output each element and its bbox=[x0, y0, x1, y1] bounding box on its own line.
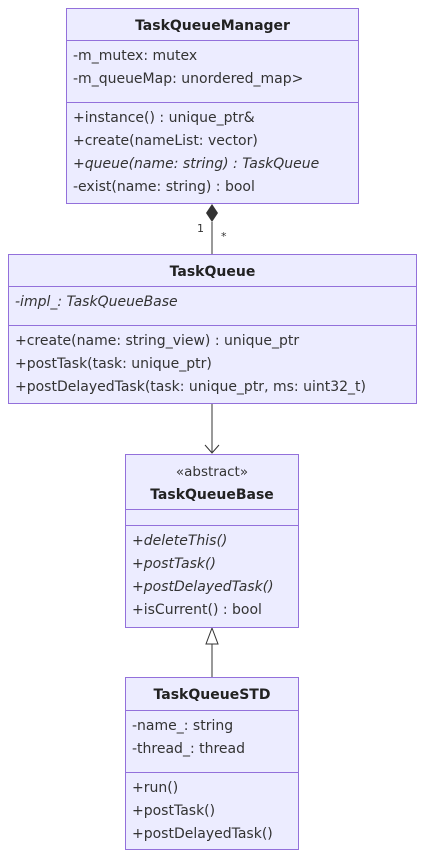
class-name: TaskQueueBase bbox=[150, 487, 274, 503]
class-header: TaskQueueSTD bbox=[126, 678, 298, 710]
method: +postDelayedTask() bbox=[132, 826, 273, 842]
stereotype-label: «abstract» bbox=[175, 464, 249, 480]
methods-section: +instance() : unique_ptr& +create(nameLi… bbox=[67, 102, 358, 199]
association-arrowhead bbox=[204, 444, 220, 454]
method: +postTask(task: unique_ptr) bbox=[15, 356, 212, 372]
method: +instance() : unique_ptr& bbox=[73, 110, 255, 126]
methods-section: +deleteThis() +postTask() +postDelayedTa… bbox=[126, 525, 298, 622]
method-abstract: +postDelayedTask() bbox=[132, 579, 274, 595]
attributes-section: -name_: string -thread_: thread bbox=[126, 710, 298, 772]
methods-section: +run() +postTask() +postDelayedTask() bbox=[126, 772, 298, 846]
attribute: -name_: string bbox=[132, 718, 234, 734]
method: +create(name: string_view) : unique_ptr bbox=[15, 333, 300, 349]
class-name: TaskQueue bbox=[169, 264, 256, 280]
class-taskqueuestd[interactable]: TaskQueueSTD -name_: string -thread_: th… bbox=[125, 677, 299, 850]
method: +postTask() bbox=[132, 803, 216, 819]
class-name: TaskQueueManager bbox=[135, 18, 290, 34]
class-taskqueue[interactable]: TaskQueue -impl_: TaskQueueBase +create(… bbox=[8, 254, 417, 404]
composition-source-multiplicity: 1 bbox=[197, 222, 204, 235]
method: -exist(name: string) : bool bbox=[73, 179, 255, 195]
inheritance-triangle bbox=[205, 626, 219, 645]
method-abstract: +queue(name: string) : TaskQueue bbox=[73, 156, 320, 172]
method: +postDelayedTask(task: unique_ptr, ms: u… bbox=[15, 379, 366, 395]
attribute: -impl_: TaskQueueBase bbox=[15, 294, 178, 310]
method: +isCurrent() : bool bbox=[132, 602, 262, 618]
class-taskqueuemanager[interactable]: TaskQueueManager -m_mutex: mutex -m_queu… bbox=[66, 8, 359, 204]
attributes-section bbox=[126, 509, 298, 525]
class-header: TaskQueue bbox=[9, 255, 416, 286]
attributes-section: -impl_: TaskQueueBase bbox=[9, 286, 416, 325]
composition-target-multiplicity: * bbox=[221, 230, 227, 243]
attribute: -m_mutex: mutex bbox=[73, 48, 198, 64]
attribute: -m_queueMap: unordered_map> bbox=[73, 71, 304, 87]
class-header: «abstract» TaskQueueBase bbox=[126, 455, 298, 509]
attributes-section: -m_mutex: mutex -m_queueMap: unordered_m… bbox=[67, 40, 358, 102]
attribute: -thread_: thread bbox=[132, 741, 245, 757]
method-abstract: +postTask() bbox=[132, 556, 216, 572]
method: +create(nameList: vector) bbox=[73, 133, 258, 149]
class-taskqueuebase[interactable]: «abstract» TaskQueueBase +deleteThis() +… bbox=[125, 454, 299, 628]
methods-section: +create(name: string_view) : unique_ptr … bbox=[9, 325, 416, 399]
composition-diamond bbox=[206, 204, 218, 222]
method: +run() bbox=[132, 780, 179, 796]
class-header: TaskQueueManager bbox=[67, 9, 358, 40]
method-abstract: +deleteThis() bbox=[132, 533, 228, 549]
class-name: TaskQueueSTD bbox=[153, 687, 271, 703]
